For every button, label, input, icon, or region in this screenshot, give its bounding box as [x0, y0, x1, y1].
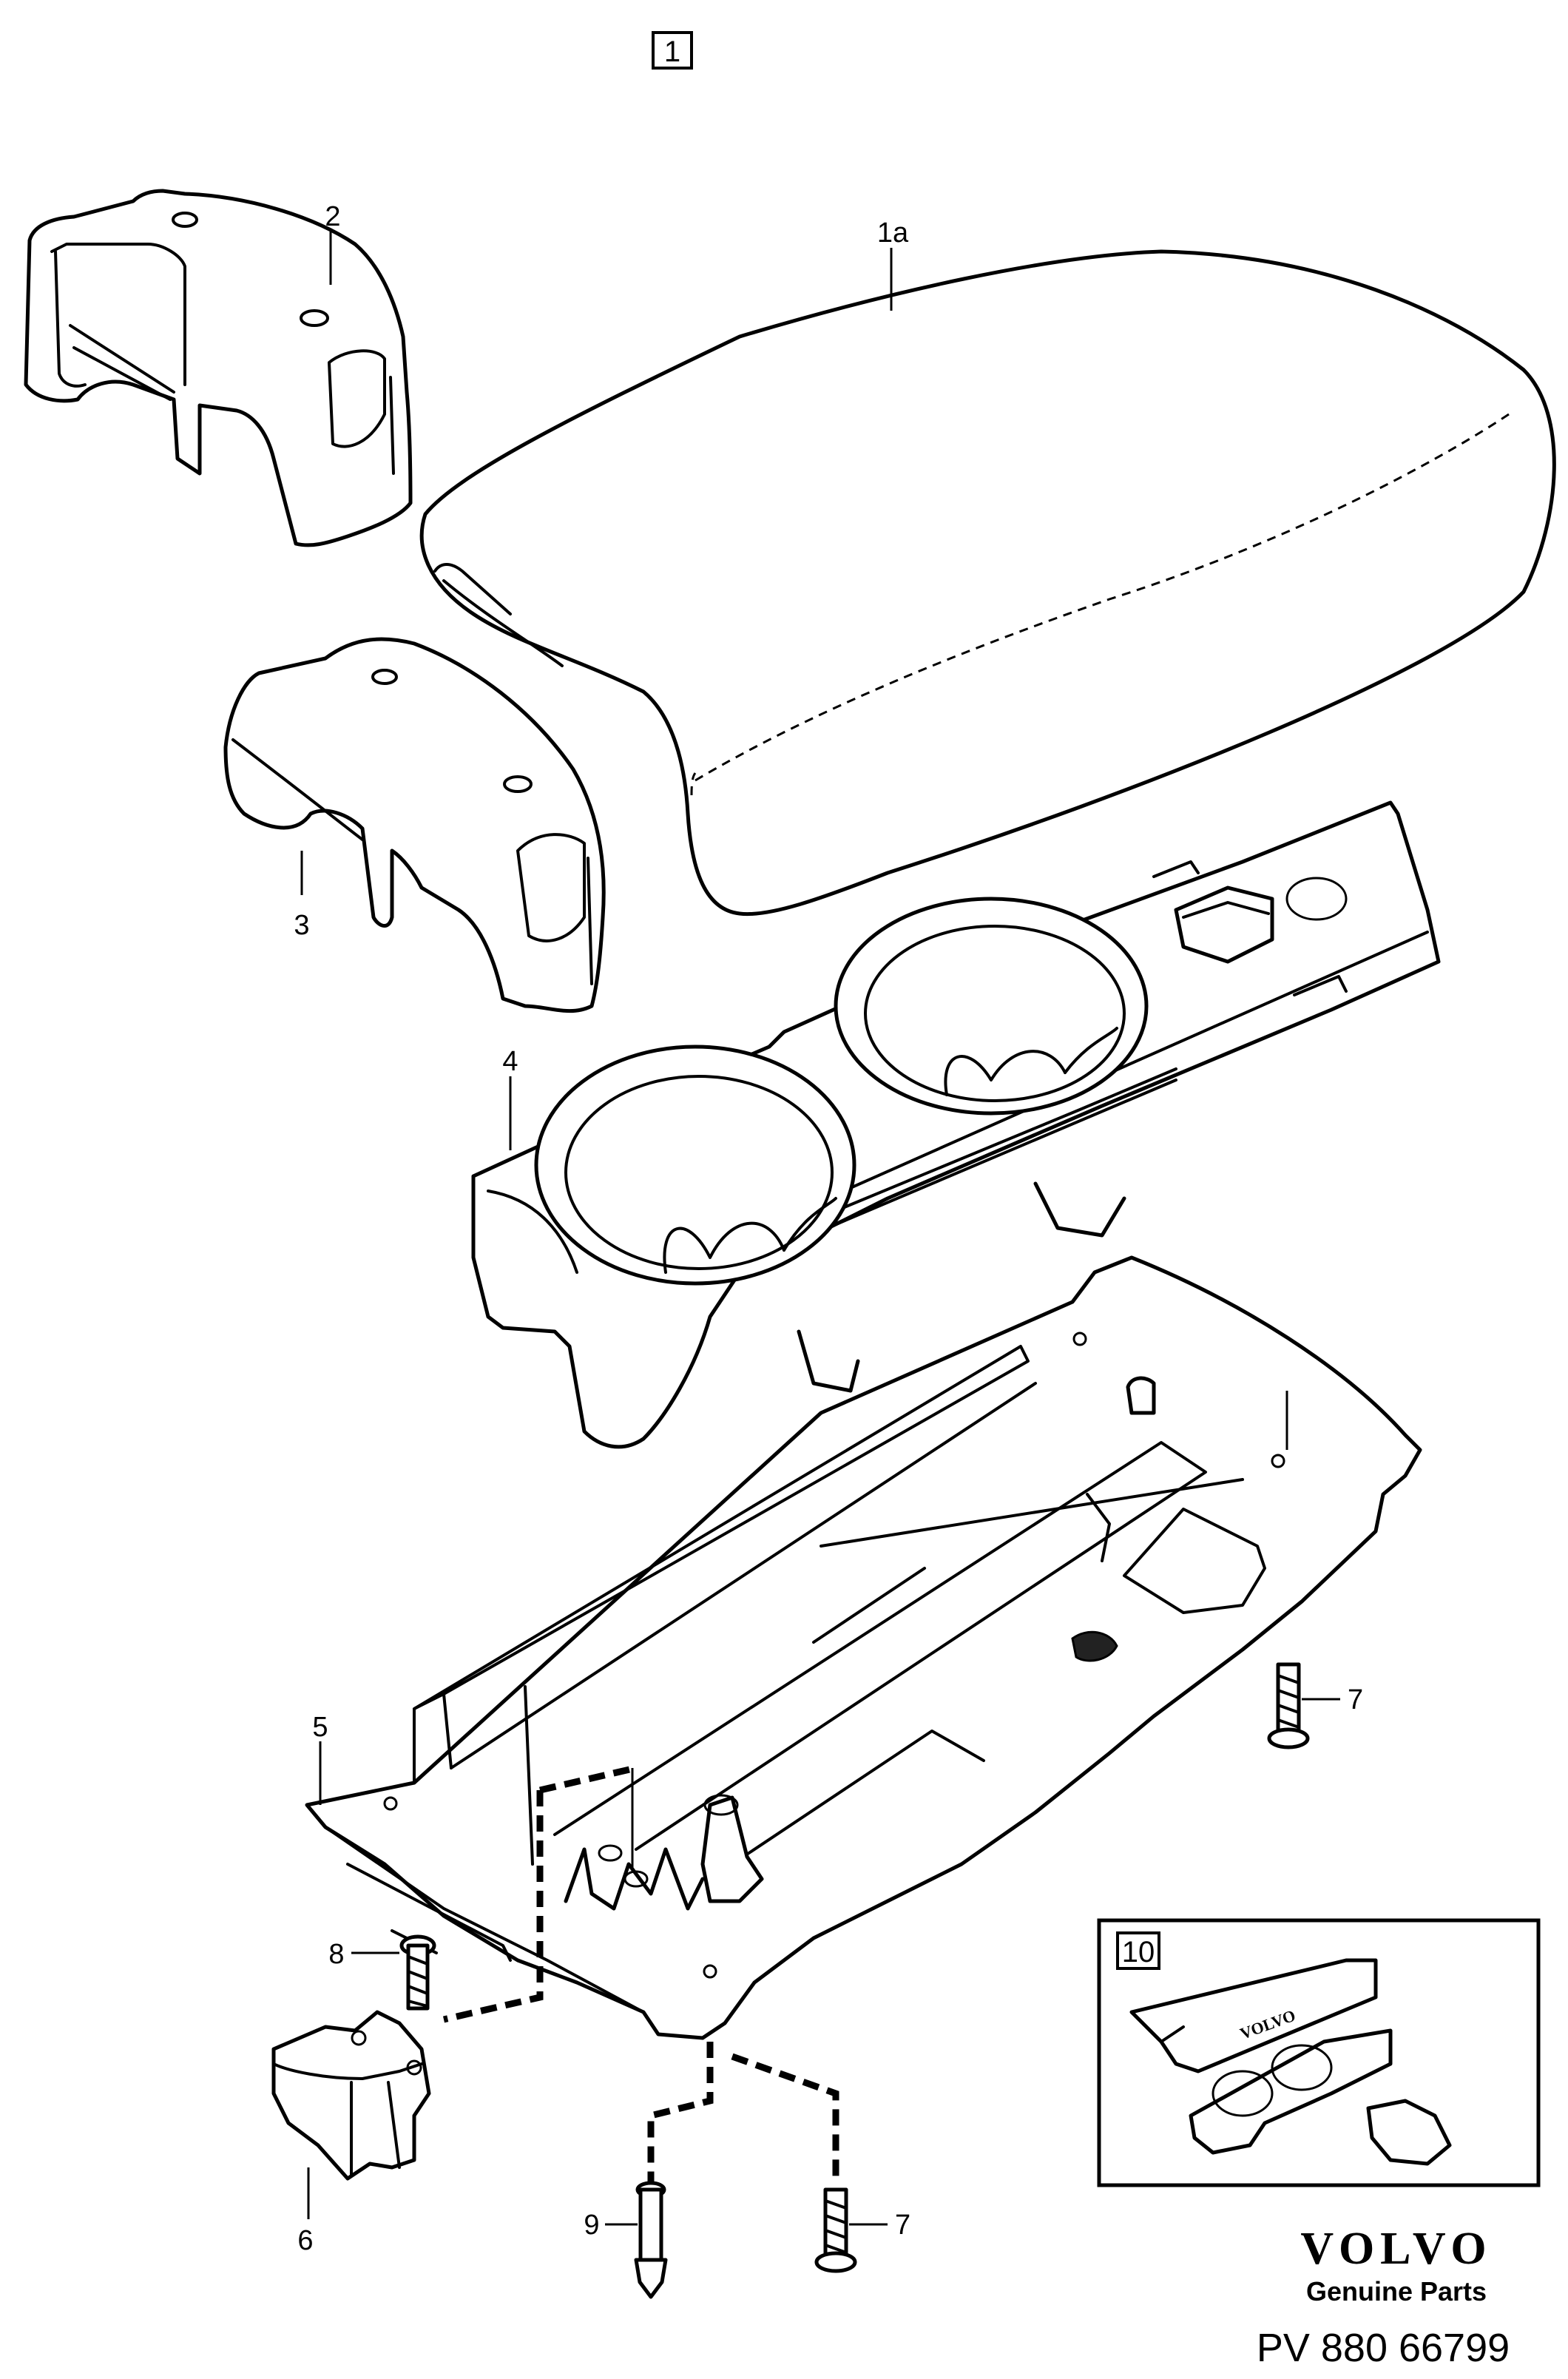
- figure-label-box: 1: [652, 31, 693, 70]
- end-cover-upper-part: [24, 189, 413, 547]
- callout-9: 9: [584, 2210, 599, 2241]
- callout-6: 6: [297, 2225, 313, 2256]
- kit-inset-label: 10: [1122, 1936, 1155, 1968]
- callout-7a: 7: [1348, 1684, 1363, 1715]
- end-cover-lower-part: [223, 637, 606, 1013]
- base-tray-part: [305, 1255, 1422, 2190]
- brand-logo-text: VOLVO: [1300, 2224, 1492, 2274]
- latch-part: [271, 2010, 431, 2181]
- callout-1a: 1a: [877, 217, 909, 249]
- screw-upper-part: [1267, 1662, 1310, 1749]
- screw-bottom-part: [814, 2187, 857, 2273]
- callout-3: 3: [294, 910, 309, 941]
- callout-2: 2: [325, 201, 340, 232]
- kit-inset: 10 VOLVO: [1097, 1918, 1541, 2187]
- cup-holder-tray-part: [471, 800, 1441, 1449]
- callout-4: 4: [502, 1046, 518, 1077]
- footer-brand-block: VOLVO Genuine Parts PV 880 66799: [1257, 2224, 1510, 2370]
- part-code: PV 880 66799: [1257, 2326, 1510, 2370]
- figure-label: 1: [664, 36, 680, 68]
- callout-7b: 7: [895, 2210, 910, 2241]
- callout-5: 5: [312, 1712, 328, 1743]
- screw-left-part: [399, 1934, 436, 2011]
- brand-tagline: Genuine Parts: [1306, 2276, 1487, 2307]
- callout-8: 8: [328, 1939, 344, 1970]
- pin-part: [634, 2181, 668, 2299]
- armrest-lid-part: [419, 249, 1556, 917]
